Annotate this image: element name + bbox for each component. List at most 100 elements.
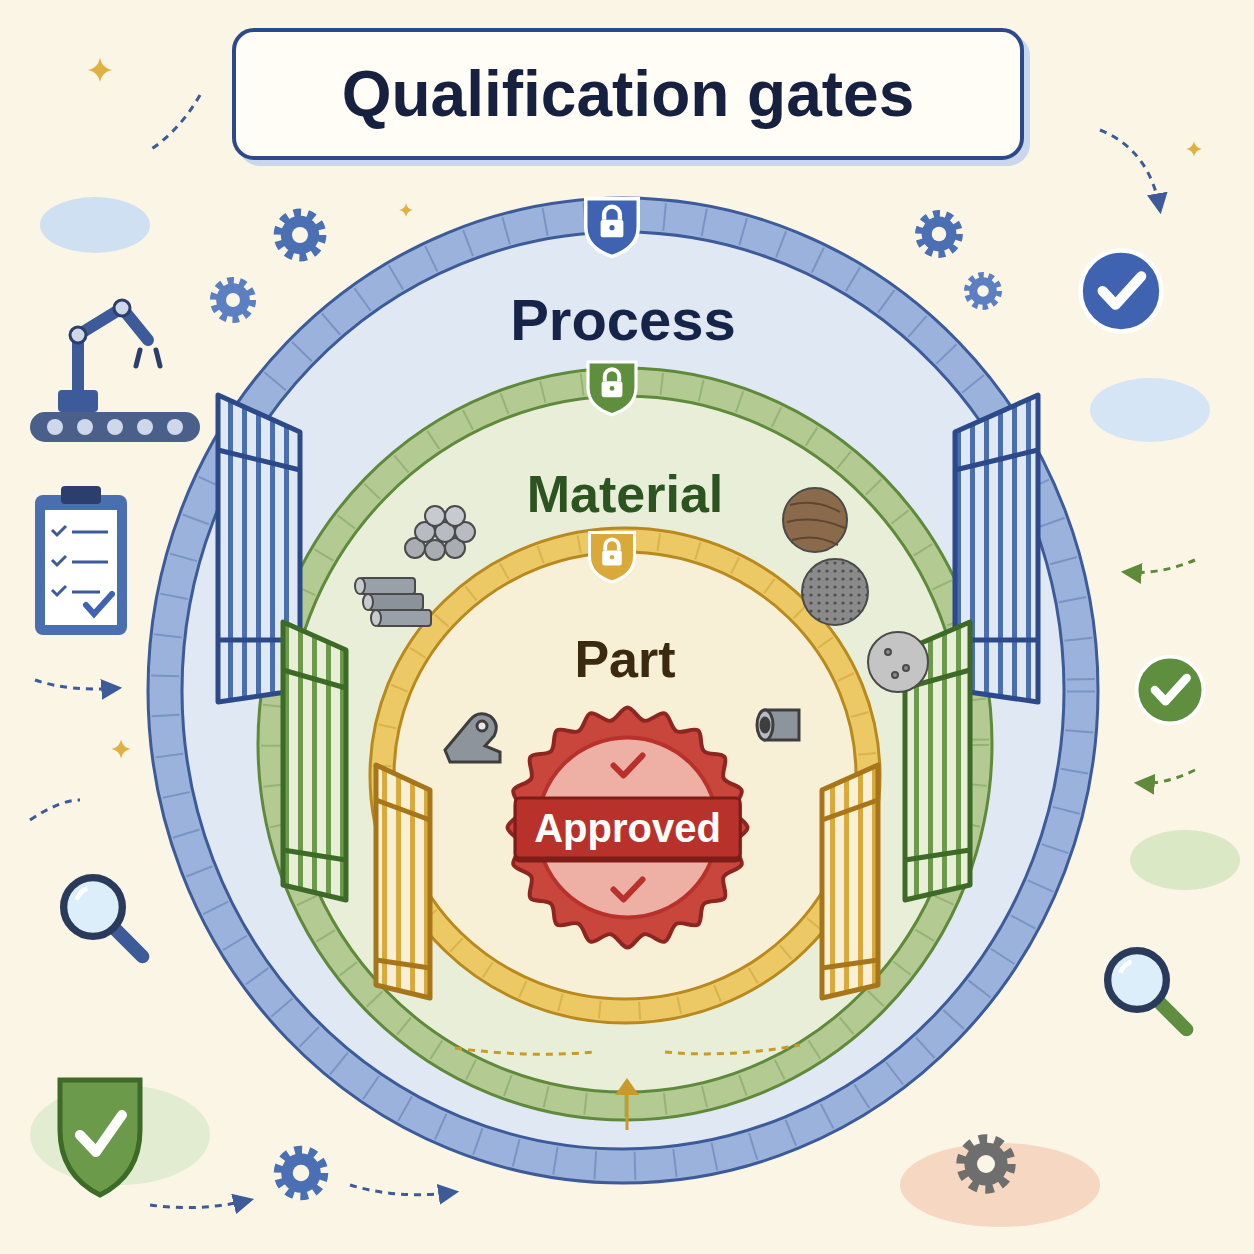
ring-outline-ellipse bbox=[272, 382, 978, 1106]
ring-outline-ellipse bbox=[165, 215, 1081, 1166]
entry-arrows-path bbox=[615, 1078, 639, 1095]
material-samples-rect bbox=[376, 610, 431, 626]
robot-arm-circle bbox=[107, 419, 123, 435]
seal-label: Approved bbox=[513, 796, 742, 859]
material-samples-circle bbox=[783, 488, 847, 552]
robot-arm-circle bbox=[167, 419, 183, 435]
seal-outline-g bbox=[508, 708, 748, 948]
clipboard-path bbox=[72, 532, 108, 592]
part-samples-ellipse bbox=[757, 710, 773, 740]
material-ring: MaterialPartApproved bbox=[258, 368, 992, 1120]
gears-use bbox=[214, 281, 252, 319]
sparkles-use bbox=[112, 740, 131, 759]
material-samples-ellipse bbox=[355, 578, 365, 594]
lock-shields bbox=[586, 199, 639, 582]
part-samples-path bbox=[445, 714, 500, 762]
gears-use bbox=[967, 275, 998, 306]
clipboard-rect bbox=[35, 495, 127, 635]
gates-path bbox=[955, 450, 1038, 640]
gates-path bbox=[376, 800, 430, 968]
material-samples-circle bbox=[425, 540, 445, 560]
ring-outline-ellipse bbox=[286, 396, 964, 1092]
gears-use bbox=[962, 1140, 1011, 1189]
material-samples-path bbox=[787, 503, 845, 545]
gates-polygon bbox=[822, 765, 878, 998]
robot-arm-rect bbox=[30, 412, 200, 442]
dashed-arrows-path bbox=[150, 1200, 250, 1208]
check-badges-use bbox=[1137, 657, 1204, 724]
clipboard-rect bbox=[45, 510, 117, 625]
gears-use bbox=[919, 214, 958, 253]
robot-arm-circle bbox=[114, 300, 130, 316]
shield-check bbox=[60, 1080, 140, 1195]
material-samples-circle bbox=[885, 649, 891, 655]
part-samples-ellipse bbox=[761, 718, 769, 732]
robot-arm bbox=[30, 300, 200, 442]
dashed-arrows-path bbox=[1138, 770, 1195, 783]
entry-arrows-path bbox=[665, 1045, 800, 1054]
material-samples-rect bbox=[368, 594, 423, 610]
ring-label: Process bbox=[510, 286, 736, 353]
blobs-ellipse bbox=[40, 197, 150, 253]
title-box: Qualification gates bbox=[232, 28, 1024, 160]
ring-outline-ellipse bbox=[165, 215, 1081, 1166]
dashed-arrows-path bbox=[30, 800, 80, 820]
ring-outline-ellipse bbox=[382, 540, 868, 1011]
diagram-title: Qualification gates bbox=[342, 57, 915, 131]
robot-arm-circle bbox=[77, 419, 93, 435]
entry-arrows-path bbox=[455, 1048, 595, 1054]
gears-use bbox=[278, 213, 321, 256]
sparkles-use bbox=[88, 58, 112, 82]
entry-arrows bbox=[455, 1045, 800, 1130]
blobs-ellipse bbox=[1090, 378, 1210, 442]
material-samples-circle bbox=[445, 506, 465, 526]
gates-path bbox=[905, 670, 970, 860]
material-samples-circle bbox=[868, 632, 928, 692]
gates-polygon bbox=[283, 622, 346, 900]
blobs-ellipse bbox=[1130, 830, 1240, 890]
shield-check-path bbox=[60, 1080, 140, 1195]
gates-path bbox=[822, 800, 878, 968]
ring-outline-ellipse bbox=[148, 198, 1098, 1183]
gears-use bbox=[279, 1151, 324, 1196]
ring-outline-ellipse bbox=[182, 232, 1064, 1149]
material-samples bbox=[355, 488, 928, 692]
ring-outline-ellipse bbox=[382, 540, 868, 1011]
seal-outline-g-path bbox=[614, 756, 643, 776]
seal-outline-g-path bbox=[508, 708, 748, 948]
ring-label: Part bbox=[574, 629, 675, 689]
material-samples-ellipse bbox=[371, 610, 381, 626]
check-badges-use bbox=[1081, 251, 1162, 332]
dashed-arrows-path bbox=[35, 680, 118, 689]
material-samples-circle bbox=[903, 665, 909, 671]
part-samples bbox=[445, 710, 799, 762]
shield-check-path bbox=[80, 1115, 122, 1152]
seal-outline-g-path bbox=[614, 880, 643, 900]
material-samples-circle bbox=[802, 559, 868, 625]
dashed-arrows bbox=[30, 95, 1195, 1208]
robot-arm-circle bbox=[70, 327, 86, 343]
robot-arm-circle bbox=[137, 419, 153, 435]
robot-arm-path bbox=[136, 350, 160, 366]
check-badges bbox=[1081, 251, 1204, 724]
material-samples-circle bbox=[425, 506, 445, 526]
part-samples-circle bbox=[477, 721, 487, 731]
lock-shields-use bbox=[588, 362, 636, 415]
dashed-arrows-path bbox=[350, 1185, 455, 1195]
ring-outline-ellipse bbox=[370, 528, 880, 1023]
dashed-arrows-path bbox=[1100, 130, 1160, 210]
clipboard-rect bbox=[61, 486, 101, 504]
sparkles-use bbox=[399, 203, 413, 217]
blobs bbox=[30, 197, 1240, 1227]
ring-outline-ellipse bbox=[272, 382, 978, 1106]
ring-outline-ellipse bbox=[258, 368, 992, 1120]
ring-label: Material bbox=[527, 464, 724, 524]
dashed-arrows-path bbox=[1125, 560, 1195, 573]
clipboard-path bbox=[86, 594, 112, 614]
magnifiers-use bbox=[64, 878, 143, 957]
sparkles-use bbox=[1186, 141, 1201, 156]
lock-shields-use bbox=[586, 199, 639, 257]
